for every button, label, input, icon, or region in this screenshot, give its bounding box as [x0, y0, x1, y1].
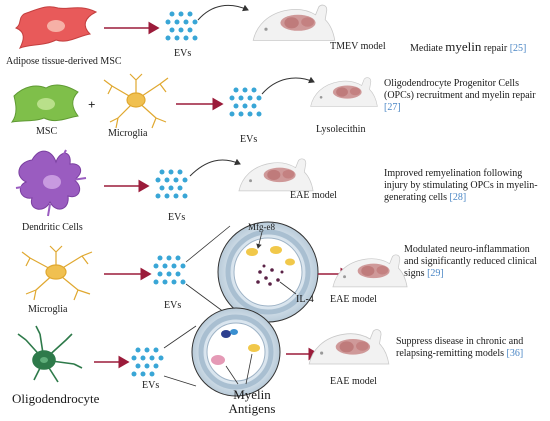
cell-label-oligodendrocyte: Oligodendrocyte: [12, 391, 100, 406]
ev-vesicle-zoom-4: [217, 221, 319, 323]
ev-cluster-1: [165, 11, 198, 41]
dendritic-cell-icon: [15, 149, 87, 217]
cargo-label-il-4: IL-4: [296, 294, 314, 305]
pointer-myelin-2: [245, 353, 253, 385]
pointer-myelin-1: [225, 365, 239, 385]
zoom-lines-5: [163, 325, 197, 387]
cell-label-adipose-msc: Adipose tissue-derived MSC: [6, 56, 122, 67]
ev-label-2: EVs: [240, 134, 258, 145]
row-5: [17, 307, 390, 397]
model-label-tmev: TMEV model: [330, 41, 386, 52]
adipose-msc-cell-icon: [14, 6, 98, 49]
microglia-cell-icon-2: [103, 73, 169, 129]
description-5-text: Suppress disease in chronic and relapsin…: [396, 336, 524, 359]
cell-label-microglia-2: Microglia: [108, 128, 148, 139]
ev-cluster-5: [131, 347, 164, 377]
msc-cell-icon: [10, 84, 79, 123]
description-1: Mediate myelin repair [25]: [410, 39, 527, 55]
plus-sign: +: [88, 97, 96, 112]
description-3-text: Improved remyelination following injury …: [384, 168, 538, 203]
ev-cluster-4: [153, 255, 186, 285]
row-4: [21, 221, 408, 323]
description-5: Suppress disease in chronic and relapsin…: [396, 336, 546, 360]
ev-label-5: EVs: [142, 380, 160, 391]
reference-4: [29]: [427, 268, 444, 279]
model-label-lysolecithin: Lysolecithin: [316, 124, 366, 135]
curve-evs-to-model-3: [189, 158, 241, 177]
microglia-cell-icon-4: [21, 245, 93, 301]
ev-vesicle-zoom-5: [191, 307, 281, 397]
description-3: Improved remyelination following injury …: [384, 168, 544, 204]
row-1: [14, 4, 336, 49]
oligodendrocyte-cell-icon: [17, 325, 83, 383]
pointer-cargo-bottom: [279, 281, 297, 295]
cell-label-microglia-4: Microglia: [28, 304, 68, 315]
description-4-text: Modulated neuro-inflammation and signifi…: [404, 244, 538, 279]
mouse-head-icon: [332, 254, 408, 288]
pointer-cargo-top: [256, 231, 263, 249]
description-2: Oligodendrocyte Progenitor Cells (OPCs) …: [384, 78, 544, 114]
ev-cluster-2: [229, 87, 262, 117]
description-4: Modulated neuro-inflammation and signifi…: [404, 244, 544, 280]
description-1-emph: myelin: [445, 39, 482, 54]
ev-label-3: EVs: [168, 212, 186, 223]
ev-cluster-3: [155, 169, 188, 199]
reference-3: [28]: [449, 192, 467, 203]
ev-label-1: EVs: [174, 48, 192, 59]
row-2: [10, 73, 378, 129]
reference-2: [27]: [384, 102, 401, 113]
reference-5: [36]: [506, 348, 524, 359]
model-label-eae-5: EAE model: [330, 376, 377, 387]
mouse-head-icon: [308, 329, 390, 365]
curve-evs-to-model-2: [261, 76, 315, 95]
mouse-head-icon: [252, 4, 336, 41]
cell-label-msc: MSC: [36, 126, 58, 137]
cell-label-dendritic: Dendritic Cells: [22, 222, 83, 233]
mouse-head-icon: [310, 77, 378, 107]
model-label-eae-3: EAE model: [290, 190, 337, 201]
cargo-label-mfg-e8: Mfg-e8: [248, 222, 275, 232]
reference-1: [25]: [509, 43, 527, 54]
description-2-text: Oligodendrocyte Progenitor Cells (OPCs) …: [384, 78, 536, 101]
ev-label-4: EVs: [164, 300, 182, 311]
curve-evs-to-model-1: [197, 4, 249, 21]
cargo-label-myelin-antigens: Myelin Antigens: [228, 387, 276, 416]
model-label-eae-4: EAE model: [330, 294, 377, 305]
mouse-head-icon: [238, 158, 314, 192]
row-3: [15, 149, 314, 217]
